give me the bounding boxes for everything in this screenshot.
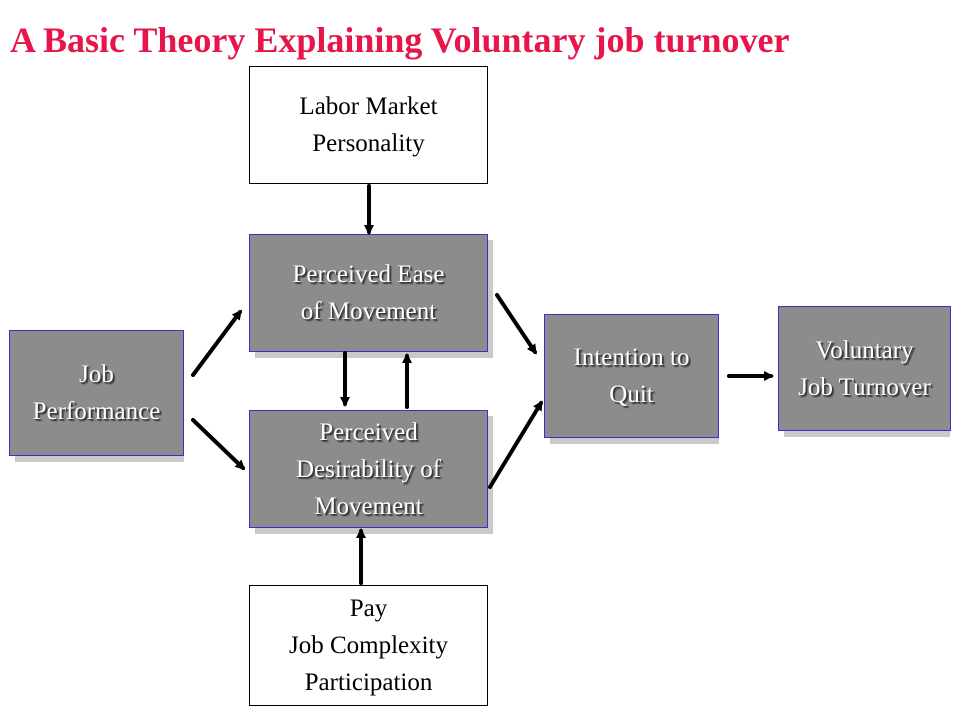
pay-factors-line-1: Pay (349, 595, 388, 622)
desirability-box: Perceived Desirability of Movement (249, 410, 488, 528)
pay-factors-line-2: Job Complexity (288, 632, 449, 659)
labor-market-line-1: Labor Market (299, 93, 438, 120)
arrow-desirability-to-intention (488, 400, 543, 489)
arrow-performance-to-ease (191, 309, 242, 377)
intention-to-quit-line-2: Quit (609, 381, 654, 408)
pay-factors-box: Pay Job Complexity Participation (249, 585, 488, 706)
voluntary-turnover-line-2: Job Turnover (798, 373, 931, 401)
desirability-line-2: Desirability of (295, 455, 442, 483)
job-performance-line-1: Job (79, 361, 114, 388)
ease-of-movement-line-1: Perceived Ease (292, 261, 445, 288)
labor-market-personality-box: Labor Market Personality (249, 66, 488, 184)
ease-of-movement-box: Perceived Ease of Movement (249, 234, 488, 352)
voluntary-turnover-line-1: Voluntary (815, 336, 914, 364)
pay-factors-line-3: Participation (304, 669, 433, 696)
desirability-line-3: Movement (314, 492, 423, 520)
job-performance-box: Job Performance (9, 330, 184, 456)
intention-to-quit-line-1: Intention to (573, 344, 690, 371)
arrow-ease-to-intention (495, 293, 537, 355)
labor-market-line-2: Personality (312, 130, 425, 157)
arrow-performance-to-desirability (191, 418, 246, 471)
voluntary-turnover-box: Voluntary Job Turnover (778, 306, 951, 431)
diagram-title: A Basic Theory Explaining Voluntary job … (10, 20, 790, 60)
intention-to-quit-box: Intention to Quit (544, 314, 719, 438)
desirability-line-1: Perceived (319, 418, 418, 446)
ease-of-movement-line-2: of Movement (300, 298, 437, 325)
job-performance-line-2: Performance (32, 398, 161, 425)
